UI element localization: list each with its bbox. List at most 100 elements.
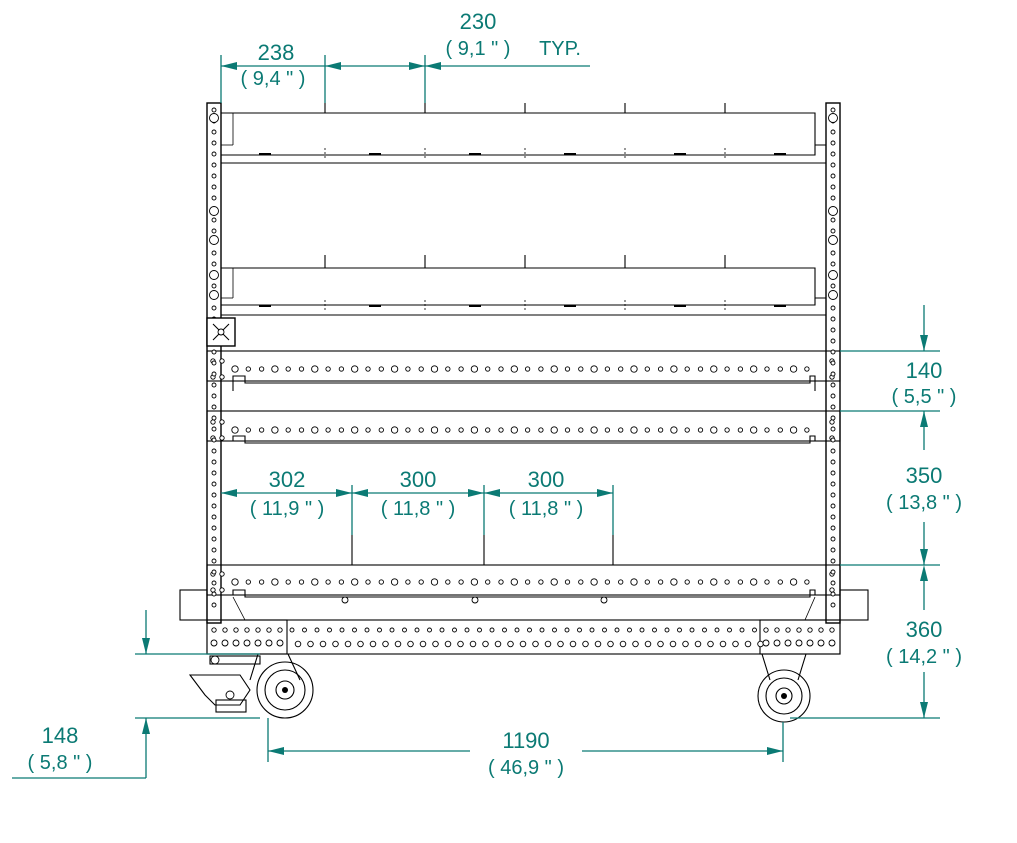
upright-hole	[211, 360, 217, 366]
base-hole	[314, 627, 320, 633]
upright-hole	[830, 195, 836, 201]
base-hole	[402, 627, 407, 633]
beam-hole	[418, 366, 424, 372]
dimension-300-b-inch: ( 11,8 " )	[509, 498, 584, 520]
beam-hole	[219, 587, 225, 593]
base-hole	[544, 640, 552, 648]
beam-hole	[351, 426, 359, 434]
upright-hole	[211, 228, 217, 234]
bottom-shelf-dividers	[341, 535, 614, 604]
dimension-148: 148 ( 5,8 " )	[12, 610, 260, 779]
beam-hole	[458, 427, 464, 433]
base-hole	[589, 627, 595, 633]
beam-hole	[737, 366, 744, 372]
base-hole	[569, 640, 577, 648]
beam-hole	[365, 579, 371, 585]
beam-hole	[510, 578, 518, 586]
beam-hole	[298, 366, 305, 372]
base-hole	[702, 627, 707, 633]
upright-hole	[830, 151, 836, 157]
base-hole	[339, 627, 345, 633]
upright-hole	[830, 404, 836, 410]
upright-hole	[830, 382, 836, 388]
base-hole	[427, 627, 432, 633]
beam-middle	[206, 410, 841, 444]
beam-hole	[458, 366, 464, 372]
dimension-230-mm: 230	[460, 9, 497, 34]
dimension-230-typ-label: TYP.	[539, 38, 581, 60]
base-hole	[519, 640, 527, 648]
base-hole	[222, 627, 228, 633]
beam-hole	[657, 579, 664, 585]
beam-hole	[590, 365, 598, 373]
dimension-238-mm: 238	[258, 40, 295, 65]
upright-hole	[211, 129, 217, 135]
base-hole	[352, 627, 357, 633]
dimension-148-mm: 148	[42, 723, 79, 748]
beam-hole	[258, 579, 265, 585]
beam-hole	[724, 427, 730, 433]
beam-hole	[378, 427, 384, 433]
upright-hole	[830, 261, 836, 267]
beam-hole	[777, 427, 783, 433]
upright-hole	[830, 492, 836, 498]
dimension-238: 238 ( 9,4 " )	[220, 40, 326, 103]
beam-hole	[430, 578, 439, 586]
upright-hole	[211, 261, 217, 267]
base-hole	[452, 627, 457, 633]
upright-hole	[211, 371, 217, 377]
base-hole	[539, 627, 545, 633]
base-hole	[552, 627, 557, 633]
beam-hole	[219, 374, 225, 380]
beam-hole	[578, 427, 584, 433]
tray-clip	[259, 153, 271, 155]
beam-hole	[245, 427, 251, 433]
beam-lower	[206, 564, 841, 621]
dimension-300-b-mm: 300	[528, 467, 565, 492]
upright-hole	[211, 151, 217, 157]
beam-hole	[550, 365, 558, 373]
beam-hole	[390, 578, 399, 586]
locking-pin-box	[206, 317, 236, 347]
beam-hole	[445, 579, 451, 585]
upright-hole	[211, 503, 217, 509]
base-hole	[494, 640, 502, 648]
upright-hole	[830, 602, 836, 608]
beam-hole	[219, 419, 225, 425]
base-hole	[694, 640, 702, 648]
base-hole	[719, 640, 727, 648]
upright-hole	[830, 470, 836, 476]
base-hole	[774, 627, 780, 633]
base-hole	[602, 627, 607, 633]
right-upright-holes	[828, 107, 838, 608]
base-hole	[644, 640, 652, 648]
base-hole	[732, 640, 739, 648]
dimension-140-inch: ( 5,5 " )	[892, 386, 957, 408]
beam-hole	[657, 427, 664, 433]
beam-hole	[458, 579, 464, 585]
beam-hole	[724, 366, 730, 372]
second-tray-dividers	[259, 255, 786, 310]
base-hole	[327, 627, 332, 633]
tray-clip	[369, 305, 381, 307]
dimension-360-inch: ( 14,2 " )	[886, 646, 962, 668]
beam-hole	[510, 426, 518, 434]
beam-hole	[378, 366, 384, 372]
dimension-302-mm: 302	[269, 467, 306, 492]
beam-hole	[684, 579, 690, 585]
base-hole	[564, 627, 570, 633]
upright-hole	[830, 360, 836, 366]
upright-hole	[211, 195, 217, 201]
base-hole	[364, 627, 370, 633]
beam-hole	[764, 366, 770, 372]
beam-hole	[789, 426, 798, 434]
beam-hole	[697, 579, 704, 585]
base-hole	[414, 627, 420, 633]
upright-hole	[211, 525, 217, 531]
base-hole	[377, 627, 382, 633]
base-hole	[265, 639, 273, 647]
beam-hole	[219, 358, 225, 364]
beam-hole	[470, 578, 479, 586]
beam-hole	[710, 426, 718, 434]
left-caster	[188, 653, 314, 719]
